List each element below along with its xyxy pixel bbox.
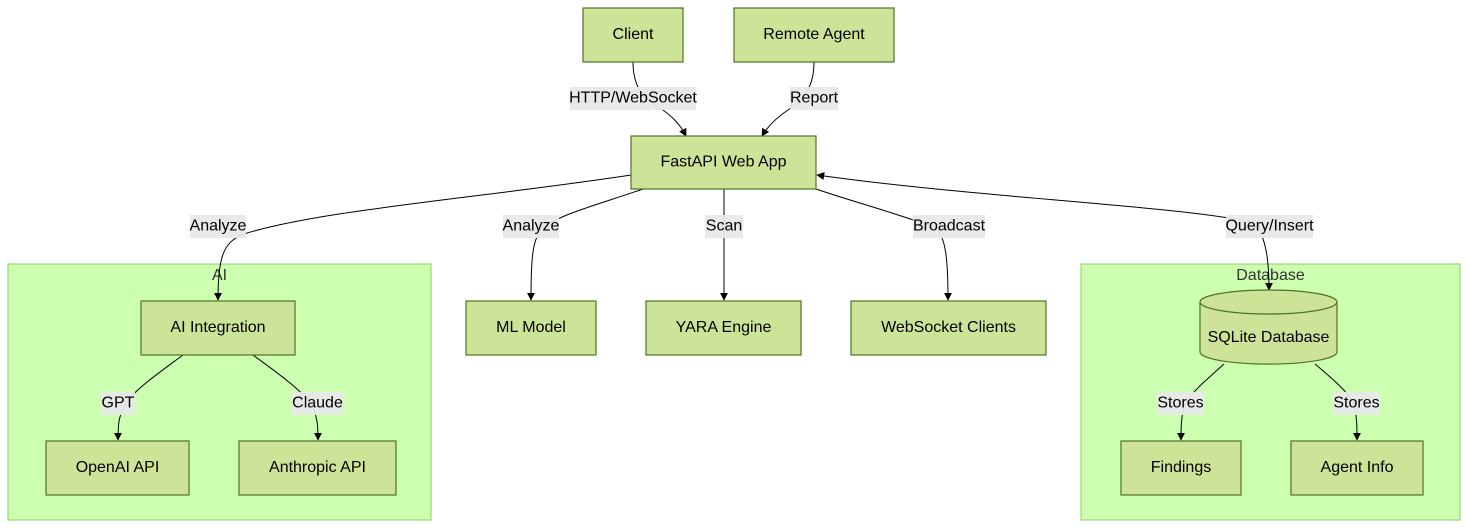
node-client[interactable]: Client xyxy=(582,7,684,63)
node-anthropic-api-label: Anthropic API xyxy=(269,459,366,476)
cluster-database-title: Database xyxy=(1236,267,1305,284)
edge-label-fastapi-ws: Broadcast xyxy=(913,218,986,235)
node-remote-agent-label: Remote Agent xyxy=(763,26,865,43)
node-yara-engine[interactable]: YARA Engine xyxy=(645,300,802,356)
node-findings-label: Findings xyxy=(1151,459,1211,476)
node-ai-integration-label: AI Integration xyxy=(170,319,265,336)
node-websocket-clients[interactable]: WebSocket Clients xyxy=(850,300,1047,356)
edge-label-bg xyxy=(292,392,343,415)
node-openai-api[interactable]: OpenAI API xyxy=(45,440,190,496)
node-agent-info-label: Agent Info xyxy=(1321,459,1394,476)
node-websocket-clients-label: WebSocket Clients xyxy=(881,319,1016,336)
edge-label-bg xyxy=(101,392,135,415)
edge-label-db-agent: Stores xyxy=(1333,395,1379,412)
edge-fastapi-db xyxy=(816,172,1273,291)
node-ml-model[interactable]: ML Model xyxy=(465,300,597,356)
node-fastapi-label: FastAPI Web App xyxy=(661,154,787,171)
edge-agent-fastapi xyxy=(761,61,815,137)
node-openai-api-label: OpenAI API xyxy=(76,459,160,476)
edge-label-fastapi-db: Query/Insert xyxy=(1225,218,1314,235)
edge-label-client-fastapi: HTTP/WebSocket xyxy=(569,90,697,107)
edge-fastapi-ai xyxy=(214,174,632,301)
edge-label-fastapi-ml: Analyze xyxy=(503,218,560,235)
cluster-ai-title: AI xyxy=(212,267,227,284)
edge-label-fastapi-yara: Scan xyxy=(706,218,742,235)
edge-label-ai-openai: GPT xyxy=(102,395,135,412)
edge-label-bg xyxy=(503,215,559,238)
edge-label-agent-fastapi: Report xyxy=(790,90,839,107)
node-ai-integration[interactable]: AI Integration xyxy=(140,300,296,356)
edge-label-db-findings: Stores xyxy=(1157,395,1203,412)
node-yara-engine-label: YARA Engine xyxy=(676,319,772,336)
edge-label-bg xyxy=(705,215,743,238)
edge-label-bg xyxy=(1226,215,1313,238)
edge-label-bg xyxy=(913,215,985,238)
node-findings[interactable]: Findings xyxy=(1120,440,1242,496)
edge-fastapi-ws xyxy=(815,188,952,301)
edge-label-fastapi-ai: Analyze xyxy=(190,218,247,235)
node-sqlite-database[interactable]: SQLite Database xyxy=(1199,289,1338,365)
node-anthropic-api[interactable]: Anthropic API xyxy=(238,440,397,496)
edge-labels: HTTP/WebSocket Report Analyze Analyze Sc… xyxy=(101,87,1380,415)
node-agent-info[interactable]: Agent Info xyxy=(1290,440,1424,496)
edge-label-bg xyxy=(790,87,838,110)
edge-fastapi-ml xyxy=(527,188,644,301)
node-ml-model-label: ML Model xyxy=(496,319,566,336)
node-fastapi[interactable]: FastAPI Web App xyxy=(630,135,817,190)
edge-label-bg xyxy=(570,87,696,110)
edge-label-bg xyxy=(190,215,246,238)
edge-label-bg xyxy=(1333,392,1380,415)
node-sqlite-database-label: SQLite Database xyxy=(1208,329,1330,346)
node-client-label: Client xyxy=(613,26,654,43)
node-remote-agent[interactable]: Remote Agent xyxy=(733,7,895,63)
edge-label-bg xyxy=(1157,392,1204,415)
edge-label-ai-anthropic: Claude xyxy=(292,395,343,412)
